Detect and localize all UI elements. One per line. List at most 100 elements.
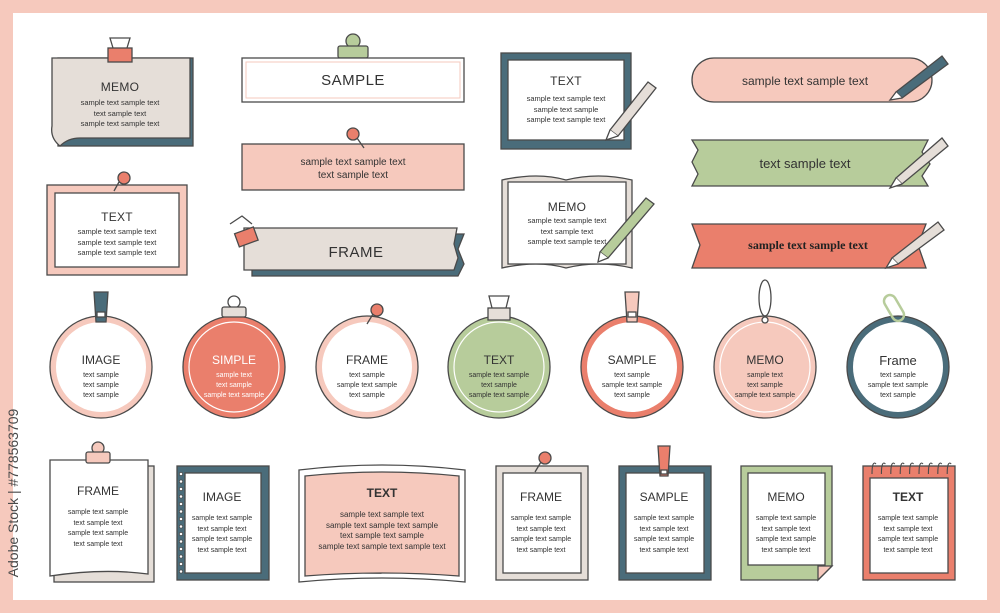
circle-line: text sample (83, 372, 119, 379)
sample-box: SAMPLE (240, 32, 466, 104)
strap-icon (624, 291, 640, 323)
card-line: text sample text (516, 525, 566, 533)
card-line: sample text sample text sample text (318, 541, 446, 551)
circle-line: text sample (83, 382, 119, 389)
card-line: text sample text (197, 546, 247, 554)
memo-book-title: MEMO (547, 200, 587, 214)
circle-line: text sample (216, 382, 252, 389)
circle-line: sample text sample (336, 382, 398, 389)
card-line: text sample text sample (339, 531, 425, 540)
card-line: text sample text (197, 525, 247, 533)
card-line: sample text sample text (339, 510, 425, 519)
ribbon-text: sample text sample text (748, 238, 868, 252)
circle-line: sample text sample (468, 372, 530, 379)
card-line: sample text sample (510, 515, 572, 522)
pushpin-icon (346, 127, 365, 149)
card-title: SAMPLE (639, 490, 689, 504)
pushpin-icon (113, 171, 131, 192)
card-line: text sample text (883, 546, 933, 554)
sample-title: SAMPLE (321, 72, 385, 89)
text-box-title: TEXT (101, 210, 133, 224)
clip-icon (85, 441, 111, 464)
circle-title: IMAGE (81, 353, 121, 367)
card-line: text sample text (73, 540, 123, 548)
circle-line: text sample (880, 392, 916, 399)
card-line: sample text sample (755, 536, 817, 543)
card-line: sample text sample (633, 515, 695, 522)
card-5: SAMPLE sample text sample text sample text… (618, 444, 720, 584)
card-title: TEXT (892, 490, 924, 504)
card-line: text sample text (639, 546, 689, 554)
card-lines: sample text sample text sample text sample… (495, 514, 587, 556)
circle-line: text sample (349, 392, 385, 399)
coral-ribbon: sample text sample text (690, 218, 955, 276)
card-line: text sample text (761, 546, 811, 554)
circle-title: Frame (879, 353, 917, 368)
circle-line: sample text sample (468, 392, 530, 399)
card-lines: sample text sample text sample text sample… (176, 514, 268, 556)
frame-title: FRAME (328, 244, 384, 261)
card-line: text sample text (761, 525, 811, 533)
circle-lines: text sample sample text sample text sample (838, 371, 958, 401)
text-box-pin: TEXT sample text sample text sample text… (46, 165, 188, 277)
green-tape-text: text sample text (759, 156, 851, 171)
circle-line: text sample (349, 372, 385, 379)
clip-icon (221, 295, 247, 318)
card-line: text sample text (639, 525, 689, 533)
card-line: text sample text (516, 546, 566, 554)
string-loop-icon (758, 279, 772, 324)
circle-line: sample text (747, 372, 783, 379)
memo-note: MEMO sample text sample text text sample… (40, 37, 200, 153)
pencil-icon (888, 137, 949, 190)
card-title: TEXT (366, 486, 398, 500)
pencil-icon (604, 81, 657, 142)
circle-line: sample text sample (867, 382, 929, 389)
pushpin-icon (366, 303, 384, 325)
text-box-lines: sample text sample text sample text samp… (77, 227, 157, 257)
pen-icon (884, 221, 945, 270)
circle-line: text sample (481, 382, 517, 389)
card-line: sample text sample (877, 515, 939, 522)
circle-line: sample text sample (203, 392, 265, 399)
binder-clip-icon (487, 295, 511, 321)
card-title: FRAME (77, 484, 119, 498)
circle-line: text sample (880, 372, 916, 379)
memo-lines: sample text sample text text sample text… (80, 98, 160, 128)
paperclip-icon (882, 293, 906, 323)
memo-open-book: MEMO sample text sample text text sample… (498, 172, 663, 276)
card-line: sample text sample text sample (325, 520, 439, 530)
card-line: sample text sample (191, 515, 253, 522)
circle-title: TEXT (483, 353, 515, 367)
pink-note-lines: sample text sample text text sample text (300, 157, 406, 181)
card-line: sample text sample (510, 536, 572, 543)
card-line: sample text sample (191, 536, 253, 543)
pushpin-icon (534, 451, 552, 473)
card-title: MEMO (767, 490, 805, 504)
pill-text: sample text sample text (741, 74, 869, 88)
card-title: FRAME (520, 490, 562, 504)
text-navy-box: TEXT sample text sample text sample text… (500, 52, 660, 150)
text-navy-title: TEXT (550, 74, 582, 88)
pen-icon (597, 197, 655, 264)
pink-pill-label: sample text sample text (690, 48, 955, 106)
circle-lines: sample text sample text sample sample text… (439, 371, 559, 401)
card-line: text sample text (883, 525, 933, 533)
circle-line: text sample (614, 372, 650, 379)
